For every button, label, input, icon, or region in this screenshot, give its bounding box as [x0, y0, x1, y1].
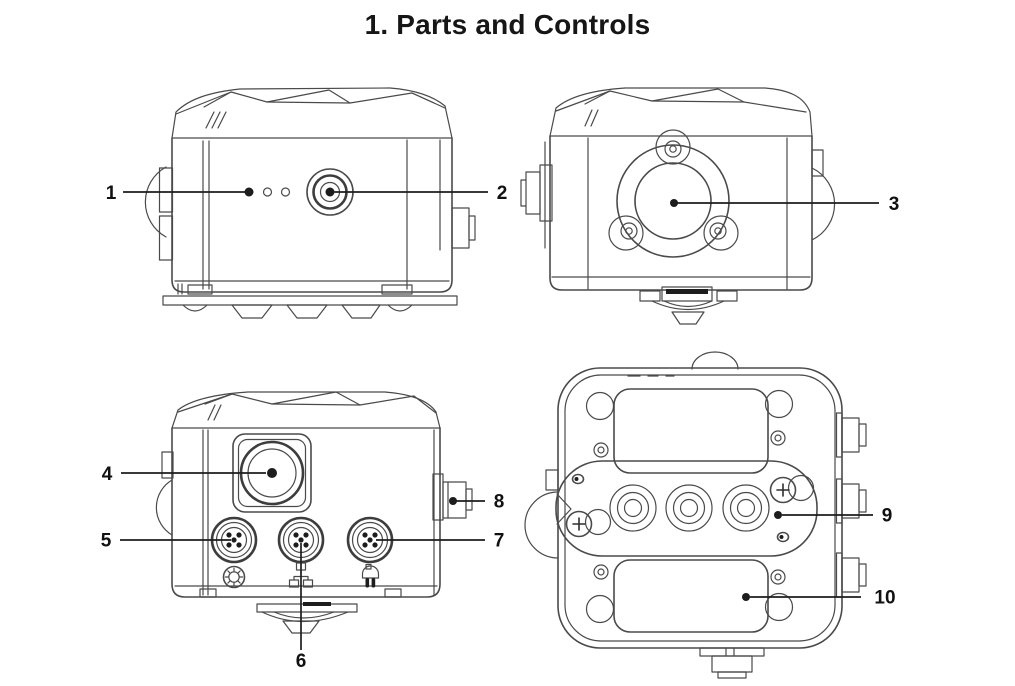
phillips-screw-right: [769, 474, 815, 504]
callout-9: 9: [774, 506, 892, 527]
gear-icon: [222, 565, 246, 589]
hatch-marks: [584, 109, 599, 127]
base-feet: [162, 283, 458, 319]
callout-9-label: 9: [882, 506, 893, 527]
callout-8-label: 8: [494, 492, 505, 513]
side-dome: [144, 166, 174, 261]
callout-2-label: 2: [497, 183, 508, 204]
device-top-facets: [549, 87, 813, 137]
device-body-outline: [171, 137, 453, 293]
phillips-screw-left: [565, 508, 612, 538]
bracket-grommets: [609, 484, 770, 532]
device-body-outline: [549, 135, 813, 291]
leader-dot-8: [449, 497, 457, 505]
callout-4-label: 4: [102, 464, 113, 485]
mounting-bracket: [555, 460, 818, 557]
side-connector: [520, 141, 553, 249]
callout-8: 8: [449, 492, 504, 513]
leader-dot-9: [774, 511, 782, 519]
side-dome: [811, 149, 836, 241]
side-protrusion: [432, 473, 473, 521]
callout-1: 1: [106, 183, 248, 204]
microphone-hole: [244, 187, 254, 197]
callout-1-label: 1: [106, 183, 117, 204]
page-title: 1. Parts and Controls: [364, 9, 651, 40]
lower-plate: [585, 559, 794, 633]
connector-pins: [226, 532, 242, 548]
device-front-view: 1 2: [106, 87, 508, 319]
upper-plate: [585, 388, 794, 474]
callout-7: 7: [376, 531, 504, 552]
top-dome: [691, 351, 739, 370]
bottom-mount-foot: [639, 286, 738, 325]
device-bottom-view: 9 10: [524, 351, 896, 679]
side-connectors-right: [835, 412, 867, 598]
leader-dot-10: [742, 593, 750, 601]
device-connector-view: 4 5 6 7 8: [101, 391, 504, 672]
callout-10: 10: [742, 588, 896, 609]
base-feet: [199, 588, 402, 634]
device-body-outline: [171, 427, 441, 598]
callout-5-label: 5: [101, 531, 112, 552]
flange-screws: [620, 140, 727, 240]
callout-6: 6: [296, 543, 307, 672]
leader-dot-3: [670, 199, 678, 207]
callout-3-label: 3: [889, 194, 900, 215]
hatch-marks: [205, 111, 227, 129]
device-rear-view: 3: [520, 87, 899, 325]
power-plug-icon: [361, 563, 380, 588]
side-dome: [155, 451, 174, 536]
bracket-slots: [571, 473, 790, 543]
callout-7-label: 7: [494, 531, 505, 552]
callout-4: 4: [102, 464, 266, 485]
callout-2: 2: [334, 183, 508, 204]
connector-pins: [362, 532, 378, 548]
mount-flange: [608, 129, 739, 258]
connector-pins: [293, 532, 309, 548]
callout-6-label: 6: [296, 651, 307, 672]
bottom-connector-foot: [699, 647, 765, 679]
device-top-facets: [171, 391, 441, 429]
callout-3: 3: [670, 194, 899, 215]
led-indicators: [262, 187, 291, 197]
callout-10-label: 10: [874, 588, 895, 609]
side-connector: [451, 207, 476, 249]
device-top-facets: [171, 87, 453, 139]
side-dome-left: [524, 469, 559, 559]
hatch-marks: [207, 404, 222, 421]
callout-5: 5: [101, 531, 231, 552]
